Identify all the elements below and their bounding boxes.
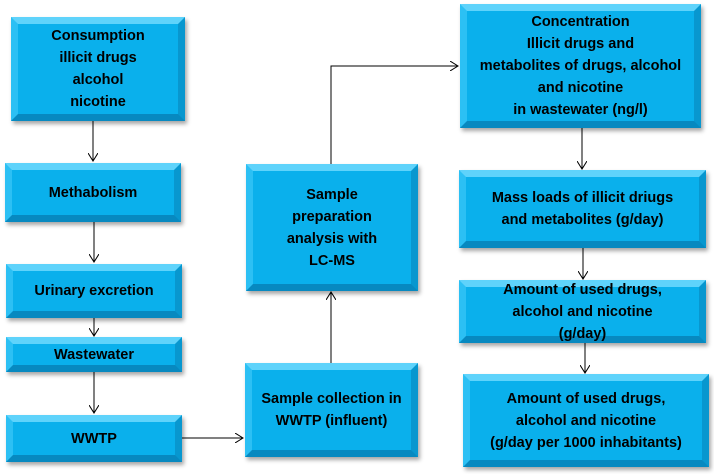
box-sample-preparation: Sample preparation analysis with LC-MS: [246, 164, 418, 291]
arrow-preparation-concentration: [330, 66, 458, 164]
box-amount-per-day: Amount of used drugs, alcohol and nicoti…: [459, 280, 706, 343]
box-metabolism: Methabolism: [5, 163, 181, 222]
box-consumption: Consumption illicit drugs alcohol nicoti…: [11, 17, 185, 121]
box-wwtp: WWTP: [6, 415, 182, 462]
box-sample-collection: Sample collection in WWTP (influent): [245, 363, 418, 457]
box-mass-loads: Mass loads of illicit driugs and metabol…: [459, 170, 706, 248]
box-urinary-excretion: Urinary excretion: [6, 264, 182, 318]
box-concentration: Concentration Illicit drugs and metaboli…: [460, 4, 701, 128]
box-amount-per-1000: Amount of used drugs, alcohol and nicoti…: [463, 374, 709, 467]
box-wastewater: Wastewater: [6, 337, 182, 372]
